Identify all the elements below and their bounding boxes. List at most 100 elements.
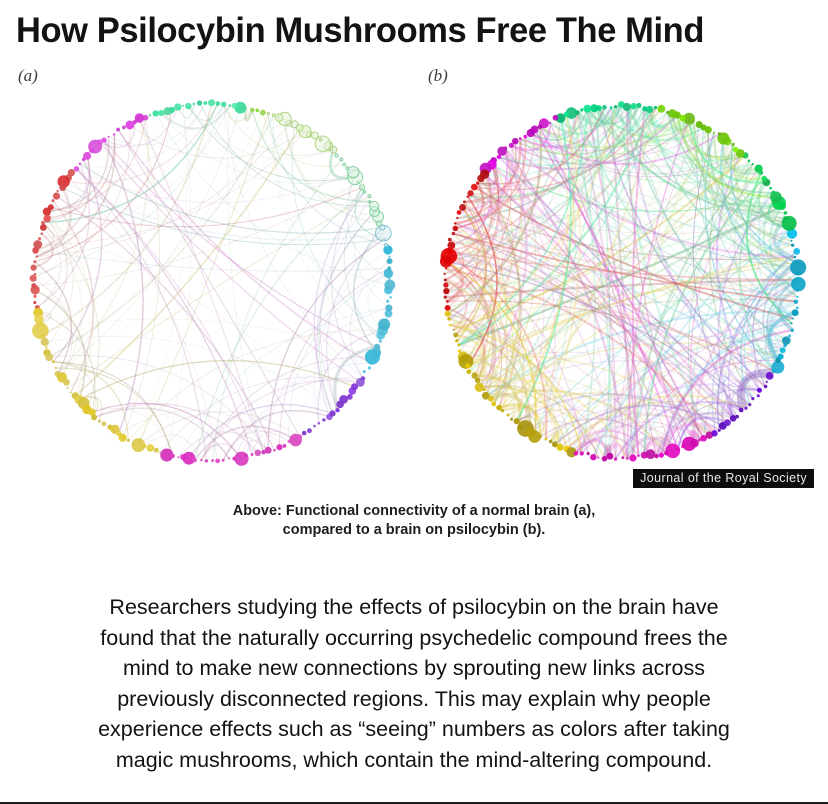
connectogram-node [786, 228, 798, 239]
connectogram-edge [501, 150, 545, 428]
connectogram-edge [752, 250, 798, 388]
connectogram-edge [463, 200, 509, 397]
article-body: Researchers studying the effects of psil… [0, 592, 828, 775]
connectogram-edge [766, 278, 800, 362]
connectogram-edge [712, 131, 766, 181]
connectogram-edge [160, 112, 356, 184]
connectogram-edge [444, 279, 508, 412]
connectogram-edge [507, 392, 711, 436]
connectogram-edge [93, 407, 230, 460]
connectogram-node [630, 102, 637, 110]
connectogram-node [91, 414, 98, 421]
connectogram-edge [166, 105, 192, 456]
connectogram-node [549, 121, 552, 124]
connectogram-edge [610, 106, 651, 126]
connectogram-edge [447, 111, 669, 258]
connectogram-edge [463, 160, 750, 216]
connectogram-node [244, 453, 248, 457]
connectogram-node [751, 163, 754, 166]
connectogram-edge [574, 317, 795, 455]
connectogram-edge [291, 123, 382, 336]
connectogram-node [446, 300, 449, 303]
connectogram-node [470, 183, 478, 191]
connectogram-node [748, 403, 752, 407]
connectogram-edge [456, 103, 622, 219]
connectogram-edge [626, 172, 762, 459]
connectogram-node [765, 380, 768, 384]
connectogram-edge [570, 222, 791, 454]
connectogram-node [228, 457, 230, 460]
connectogram-edge [319, 201, 371, 411]
connectogram-node [203, 101, 208, 105]
connectogram-edge [586, 108, 662, 456]
connectogram-edge [511, 378, 751, 420]
connectogram-edge [34, 261, 73, 375]
connectogram-edge [39, 217, 68, 325]
connectogram-node [474, 382, 484, 392]
connectogram-edge [550, 339, 787, 443]
connectogram-edge [603, 106, 799, 269]
connectogram-edge [448, 250, 490, 377]
connectogram-edge [317, 329, 384, 425]
connectogram-edge [715, 152, 761, 392]
connectogram-node [40, 232, 43, 235]
connectogram-node [782, 336, 791, 345]
connectogram-edge [454, 146, 509, 230]
connectogram-edge [445, 260, 537, 438]
connectogram-node [459, 203, 467, 211]
connectogram-edge [48, 355, 269, 451]
connectogram-edge [99, 141, 361, 383]
connectogram-edge [445, 159, 500, 269]
connectogram-node [783, 216, 788, 221]
connectogram-node [476, 181, 480, 185]
connectogram-node [456, 216, 459, 220]
connectogram-node [220, 101, 227, 108]
connectogram-edge [692, 120, 760, 171]
connectogram-edge [722, 137, 791, 225]
connectogram-edge [200, 379, 362, 461]
connectogram-node [586, 451, 590, 456]
connectogram-node [29, 274, 37, 282]
connectogram-edge [765, 240, 793, 342]
connectogram-edge [478, 111, 579, 389]
connectogram-edge [680, 118, 747, 409]
connectogram-node [192, 457, 197, 463]
connectogram-edge [469, 107, 663, 197]
connectogram-node [78, 162, 82, 165]
connectogram-edge [127, 329, 384, 441]
connectogram-edge [773, 216, 798, 264]
connectogram-edge [117, 128, 372, 365]
connectogram-node [259, 109, 266, 116]
connectogram-edge [454, 105, 617, 337]
connectogram-edge [648, 108, 800, 275]
connectogram-edge [483, 163, 754, 391]
connectogram-edge [703, 375, 771, 439]
connectogram-node [362, 370, 366, 373]
connectogram-node [384, 309, 393, 318]
connectogram-node [466, 369, 472, 375]
connectogram-edge [559, 117, 754, 177]
connectogram-edge [160, 104, 231, 130]
connectogram-edge [35, 133, 116, 258]
connectogram-edge [519, 106, 657, 429]
connectogram-edge [485, 335, 786, 397]
connectogram-edge [692, 120, 787, 214]
connectogram-edge [626, 232, 793, 460]
connectogram-edge [525, 421, 599, 459]
connectogram-edge [187, 105, 356, 182]
connectogram-edge [448, 318, 573, 453]
connectogram-node [754, 164, 763, 173]
connectogram-edge [598, 107, 767, 388]
connectogram-edge [671, 112, 741, 158]
connectogram-edge [490, 163, 735, 420]
connectogram-edge [445, 260, 497, 397]
connectogram-edge [625, 106, 788, 342]
connectogram-edge [108, 102, 206, 146]
connectogram-edge [138, 117, 265, 453]
connectogram-edge [671, 112, 791, 225]
connectogram-node [790, 243, 795, 247]
body-line: magic mushrooms, which contain the mind-… [115, 747, 713, 772]
connectogram-edge [593, 227, 791, 458]
connectogram-edge [42, 102, 219, 224]
connectogram-edge [688, 117, 793, 242]
